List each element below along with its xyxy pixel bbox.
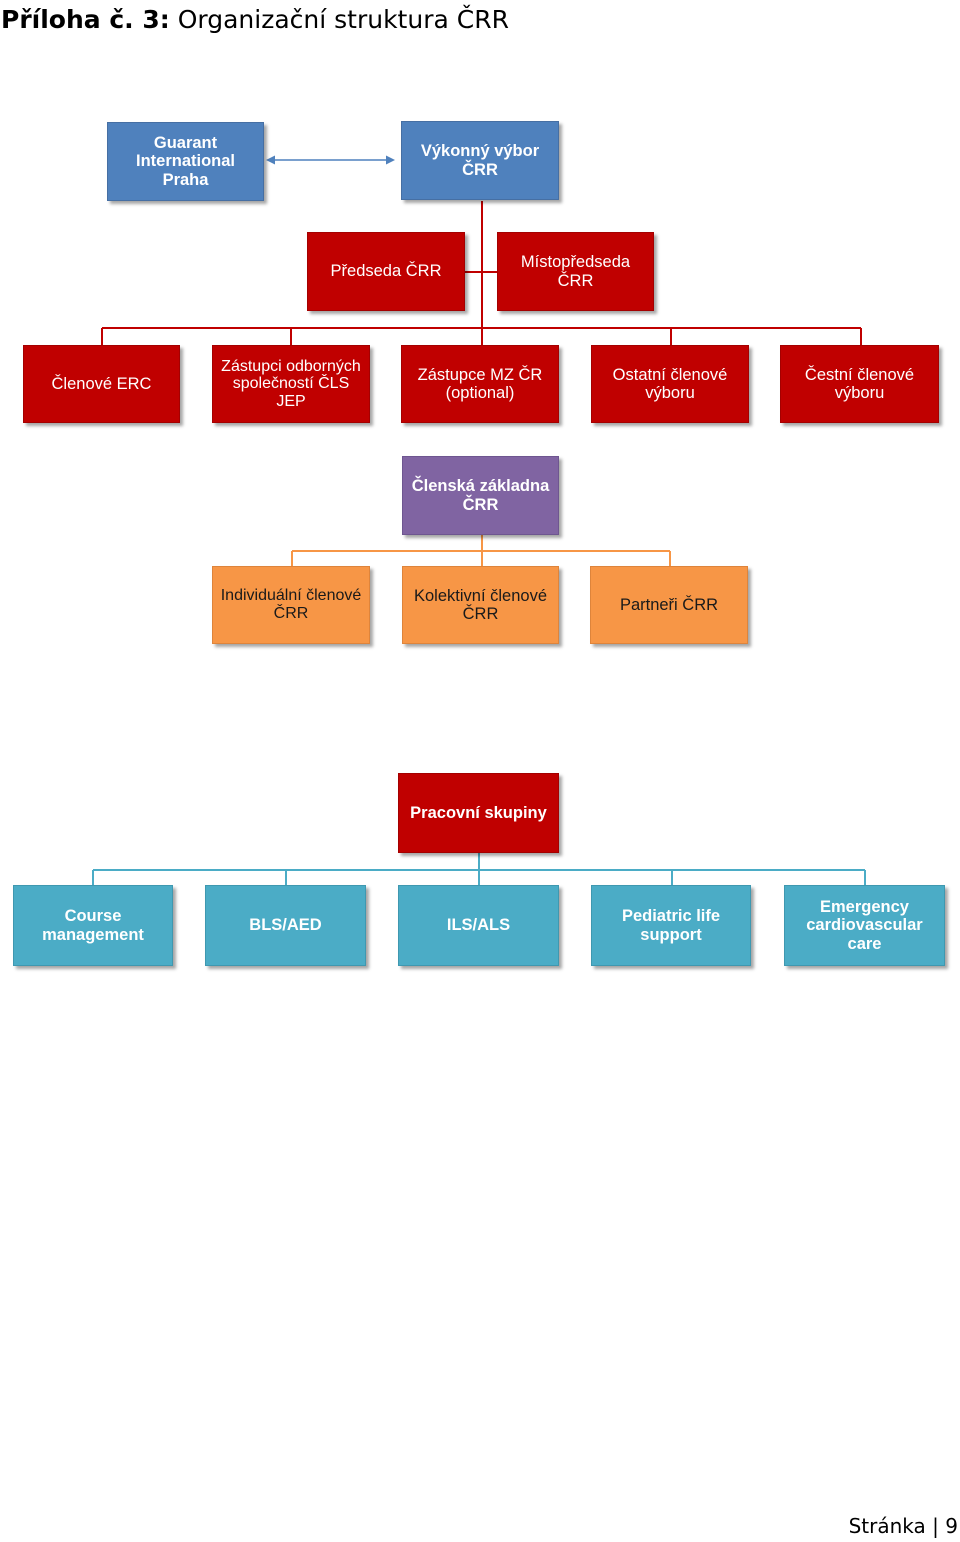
node-course-management: Course management xyxy=(13,885,173,966)
node-bls-aed: BLS/AED xyxy=(205,885,366,966)
node-ostatni-clenove: Ostatní členové výboru xyxy=(591,345,749,423)
node-kolektivni-clenove: Kolektivní členové ČRR xyxy=(402,566,559,644)
footer-page-label: Stránka xyxy=(848,1514,926,1538)
node-clenove-erc: Členové ERC xyxy=(23,345,180,423)
page-heading: Příloha č. 3: Organizační struktura ČRR xyxy=(1,3,509,37)
node-clenska-zakladna: Členská základna ČRR xyxy=(402,456,559,535)
footer-separator: | xyxy=(932,1514,939,1538)
arrowhead-left xyxy=(266,155,275,165)
node-partneri: Partneři ČRR xyxy=(590,566,748,644)
appendix-label: Příloha č. 3: xyxy=(1,5,170,34)
page-footer: Stránka | 9 xyxy=(849,1514,958,1538)
appendix-title: Organizační struktura ČRR xyxy=(177,5,509,34)
node-ils-als: ILS/ALS xyxy=(398,885,559,966)
node-zastupci-odbornych: Zástupci odborných společností ČLS JEP xyxy=(212,345,370,423)
node-pediatric-life-support: Pediatric life support xyxy=(591,885,751,966)
node-cestni-clenove: Čestní členové výboru xyxy=(780,345,939,423)
node-predseda: Předseda ČRR xyxy=(307,232,465,311)
node-pracovni-skupiny: Pracovní skupiny xyxy=(398,773,559,853)
node-mistopredseda: Místopředseda ČRR xyxy=(497,232,654,311)
node-emergency-cardiovascular-care: Emergency cardiovascular care xyxy=(784,885,945,966)
footer-page-number: 9 xyxy=(945,1514,958,1538)
node-individualni-clenove: Individuální členové ČRR xyxy=(212,566,370,644)
node-zastupce-mz: Zástupce MZ ČR (optional) xyxy=(401,345,559,423)
node-guarant: Guarant International Praha xyxy=(107,122,264,201)
node-vykonny-vybor: Výkonný výbor ČRR xyxy=(401,121,559,200)
arrowhead-right xyxy=(386,155,395,165)
